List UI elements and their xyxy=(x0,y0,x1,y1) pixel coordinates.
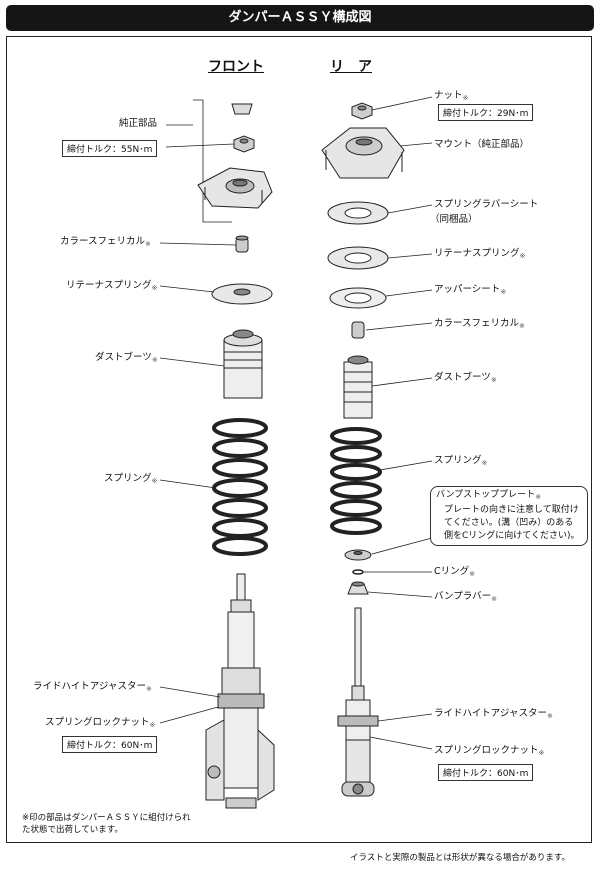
rear-label-collar: カラースフェリカル※ xyxy=(434,318,525,330)
disclaimer: イラストと実際の製品とは形状が異なる場合があります。 xyxy=(350,853,570,863)
rear-label-spring: スプリング※ xyxy=(434,455,488,467)
front-label-retainer: リテーナスプリング※ xyxy=(66,280,158,292)
rear-label-ride: ライドハイトアジャスター※ xyxy=(434,708,553,720)
front-torque-60: 締付トルク：60N･m xyxy=(62,736,158,753)
rear-bump-stop-plate xyxy=(344,549,372,561)
rear-mount xyxy=(321,127,405,179)
front-cap xyxy=(231,103,253,115)
front-leader-lines xyxy=(159,124,237,724)
rear-leader-lines xyxy=(364,96,433,750)
front-genuine-bracket xyxy=(193,99,232,223)
rear-upper-seat xyxy=(329,287,387,309)
rear-c-ring xyxy=(352,569,364,575)
front-collar-spherical xyxy=(235,235,249,253)
rear-torque-60: 締付トルク：60N･m xyxy=(438,764,534,781)
footnote-assy: ※印の部品はダンパーＡＳＳＹに組付けられた状態で出荷しています。 xyxy=(22,813,191,835)
rear-nut xyxy=(351,102,373,120)
front-damper-body xyxy=(205,573,275,809)
rear-label-nut: ナット※ xyxy=(434,90,469,102)
rear-torque-29: 締付トルク：29N･m xyxy=(438,104,534,121)
front-label-spring: スプリング※ xyxy=(104,473,158,485)
front-dust-boot xyxy=(223,329,263,399)
front-spring xyxy=(212,418,268,556)
diagram-frame xyxy=(6,36,592,843)
page-title: ダンパーＡＳＳＹ構成図 xyxy=(6,5,594,31)
rear-label-dust: ダストブーツ※ xyxy=(434,372,497,384)
rear-heading: リ ア xyxy=(330,59,372,75)
rear-spring xyxy=(330,427,382,535)
front-label-genuine: 純正部品 xyxy=(119,118,158,129)
rear-label-bump-rubber: バンプラバー※ xyxy=(434,591,497,603)
rear-collar-spherical xyxy=(351,321,365,339)
front-label-lock: スプリングロックナット※ xyxy=(45,717,156,729)
front-retainer-spring xyxy=(211,283,273,305)
rear-label-retainer: リテーナスプリング※ xyxy=(434,248,526,260)
rear-damper-body xyxy=(337,607,379,797)
rear-label-c-ring: Cリング※ xyxy=(434,566,476,578)
rear-label-rubber-seat: スプリングラバーシート xyxy=(434,199,539,210)
rear-bump-stop-text: プレートの向きに注意して取付けてください。(溝（凹み）のある側をCリングに向けて… xyxy=(444,505,580,541)
rear-label-mount: マウント（純正部品） xyxy=(434,139,530,150)
rear-rubber-seat xyxy=(327,201,389,225)
front-label-collar: カラースフェリカル※ xyxy=(60,236,151,248)
rear-retainer-spring xyxy=(327,246,389,270)
rear-bump-rubber xyxy=(347,581,369,595)
front-heading: フロント xyxy=(208,59,264,75)
front-nut xyxy=(233,135,255,153)
rear-bump-stop-note: バンプストッププレート※ プレートの向きに注意して取付けてください。(溝（凹み）… xyxy=(430,486,588,546)
front-label-dust: ダストブーツ※ xyxy=(95,352,158,364)
rear-dust-boot xyxy=(343,355,373,419)
front-label-ride: ライドハイトアジャスター※ xyxy=(33,681,152,693)
front-mount xyxy=(197,167,273,209)
rear-bump-stop-title: バンプストッププレート※ xyxy=(436,490,542,501)
rear-label-lock: スプリングロックナット※ xyxy=(434,745,545,757)
front-torque-55: 締付トルク：55N･m xyxy=(62,140,158,157)
rear-label-rubber-included: （同梱品） xyxy=(430,214,478,225)
rear-label-upper: アッパーシート※ xyxy=(434,284,507,296)
